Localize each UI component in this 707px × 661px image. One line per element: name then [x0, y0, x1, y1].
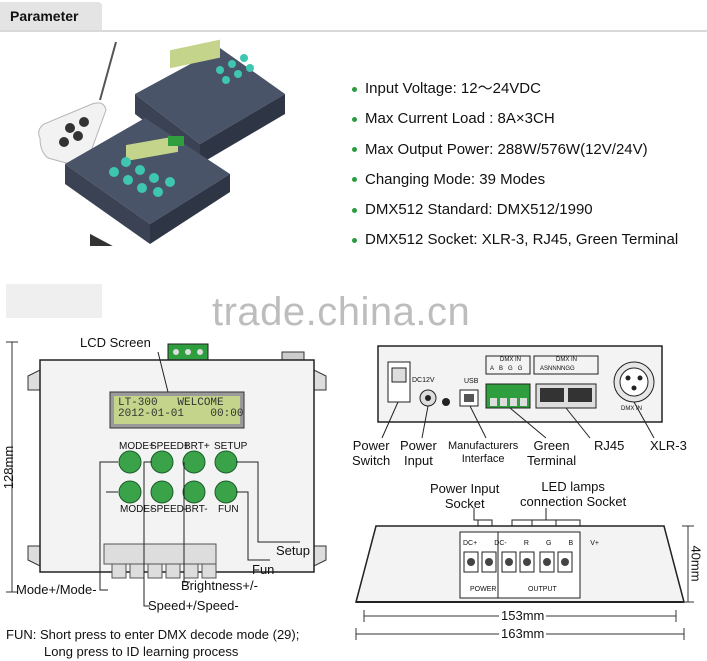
terminal-dmx-label: DMX IN	[500, 357, 521, 363]
parameter-tab: Parameter	[0, 2, 102, 30]
terminal-pins-label: ABGG	[490, 366, 528, 372]
front-panel-diagram	[6, 341, 327, 607]
rj45-callout: RJ45	[594, 438, 625, 453]
bullet-icon	[352, 116, 357, 122]
lcd-screen-label: LCD Screen	[80, 335, 151, 350]
setup-callout: Setup	[276, 543, 310, 558]
dc12v-label: DC12V	[412, 377, 435, 384]
width-153-dim: 153mm	[499, 608, 547, 623]
speed-callout: Speed+/Speed-	[148, 598, 239, 613]
product-photo	[38, 39, 285, 246]
rj45-dmx-label: DMX IN	[556, 357, 577, 363]
mode-plus-label: MODE+	[119, 441, 155, 452]
controller-image-front	[65, 118, 230, 246]
blank-grey-box	[6, 284, 102, 318]
fun-footnote-line2: Long press to ID learning process	[44, 644, 239, 659]
side-height-dim: 40mm	[688, 545, 704, 582]
bullet-icon	[352, 147, 357, 153]
usb-label: USB	[464, 378, 479, 385]
front-height-dim: 128mm	[1, 445, 17, 490]
spec-item: Max Current Load : 8A×3CH	[352, 104, 678, 134]
xlr3-callout: XLR-3	[650, 438, 687, 453]
bullet-icon	[352, 238, 357, 244]
brightness-callout: Brightness+/-	[181, 578, 258, 593]
back-panel-diagram	[377, 345, 663, 439]
power-group-label: POWER	[470, 586, 497, 593]
setup-button-label: SETUP	[214, 441, 248, 452]
side-view-diagram	[355, 508, 694, 640]
width-163-dim: 163mm	[499, 626, 547, 641]
brt-minus-label: BRT-	[185, 504, 208, 515]
bullet-icon	[352, 86, 357, 92]
bullet-icon	[352, 177, 357, 183]
output-group-label: OUTPUT	[528, 586, 557, 593]
fun-button-label: FUN	[218, 504, 239, 515]
bullet-icon	[352, 207, 357, 213]
speed-minus-label: SPEED-	[150, 504, 188, 515]
rj45-pins-label: ASNNNNGG	[540, 366, 575, 372]
spec-item: DMX512 Standard: DMX512/1990	[352, 195, 678, 225]
fun-footnote-line1: FUN: Short press to enter DMX decode mod…	[6, 627, 300, 642]
front-buttons	[118, 450, 238, 504]
mode-minus-label: MODE-	[120, 504, 154, 515]
spec-item: Input Voltage: 12～24VDC	[352, 74, 678, 104]
xlr-dmx-label: DMX IN	[621, 406, 642, 412]
brt-plus-label: BRT+	[184, 441, 210, 452]
remote-control-image	[38, 41, 117, 165]
speed-plus-label: SPEED+	[150, 441, 190, 452]
watermark-text: trade.china.cn	[212, 290, 471, 334]
spec-item: DMX512 Socket: XLR-3, RJ45, Green Termin…	[352, 225, 678, 255]
mode-callout: Mode+/Mode-	[16, 582, 97, 597]
spec-list: Input Voltage: 12～24VDC Max Current Load…	[352, 74, 678, 256]
spec-item: Max Output Power: 288W/576W(12V/24V)	[352, 135, 678, 165]
spec-item: Changing Mode: 39 Modes	[352, 165, 678, 195]
header-divider	[0, 30, 707, 32]
fun-callout: Fun	[252, 562, 275, 577]
